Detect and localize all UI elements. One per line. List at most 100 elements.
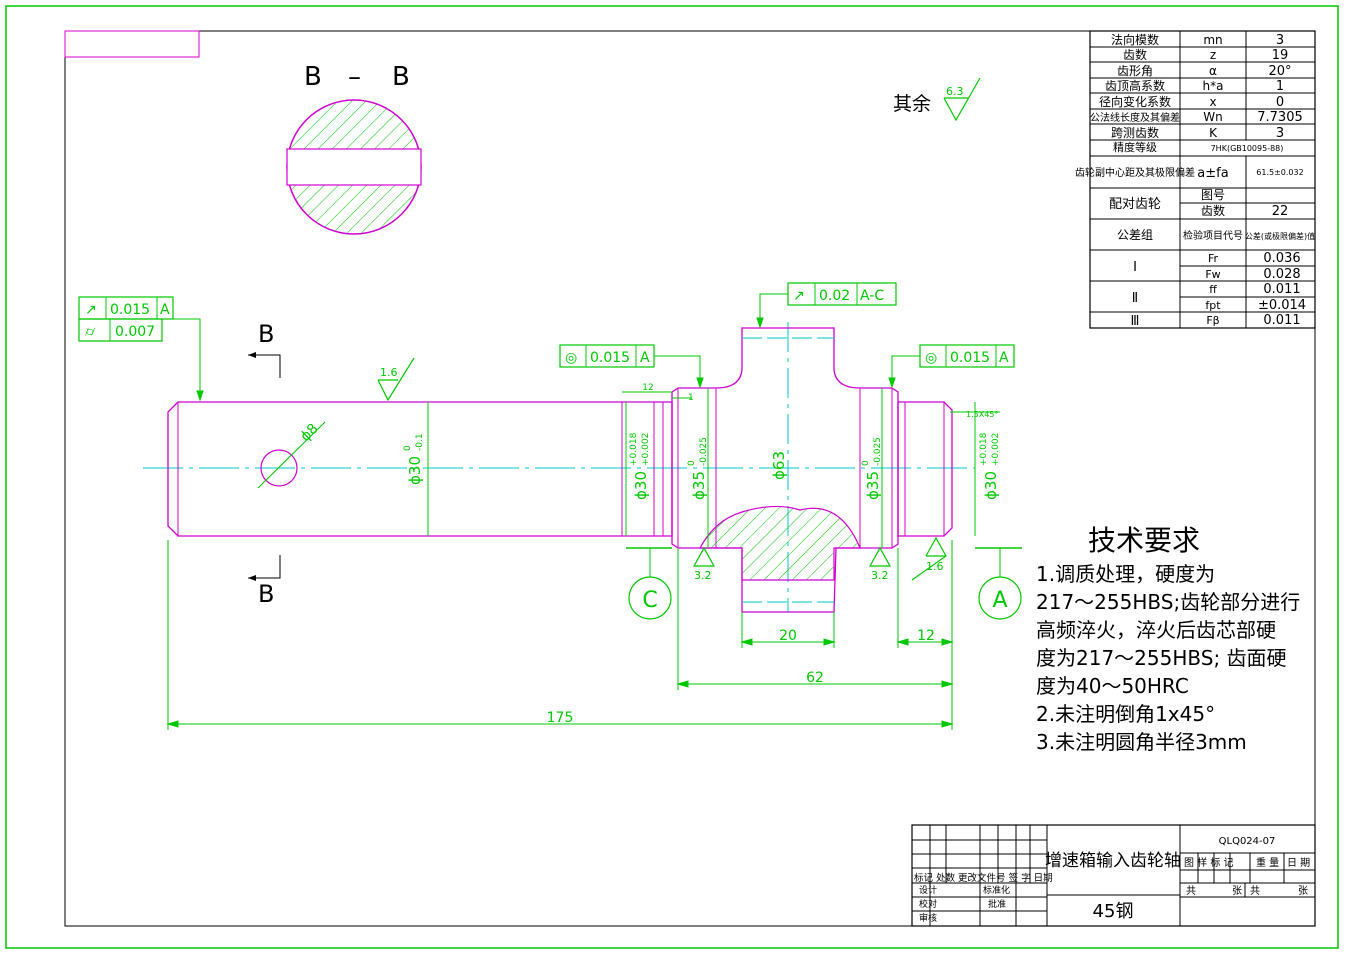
datum-a-circle — [978, 576, 1022, 620]
gear-row-symbol: Wn — [1203, 110, 1222, 124]
dim-175: 175 — [547, 710, 574, 726]
section-label-left: B — [304, 62, 322, 92]
fcf-cyl-left — [78, 318, 163, 342]
gear-row-value: 20° — [1268, 64, 1291, 79]
mating-name: 配对齿轮 — [1109, 197, 1161, 212]
gear-row-name: 齿形角 — [1117, 64, 1153, 78]
tol-item-code: Fβ — [1206, 314, 1219, 327]
center-dist-name: 齿轮副中心距及其极限偏差 — [1075, 166, 1195, 179]
gear-row-name: 法向模数 — [1111, 32, 1159, 47]
fcf-runout-gear-symbol: ↗ — [793, 288, 805, 304]
gear-row-name: 跨测齿数 — [1111, 125, 1159, 140]
gear-row-symbol: α — [1209, 64, 1217, 78]
dim-12-small: 12 — [642, 383, 653, 393]
gear-row-value: 3 — [1276, 126, 1284, 141]
roughness-16b-icon — [911, 536, 947, 581]
fcf-cyl-left-value: 0.007 — [115, 324, 155, 340]
roughness-32a: 3.2 — [694, 569, 712, 582]
gear-row-value: 0 — [1276, 95, 1284, 110]
tech-line: 3.未注明圆角半径3mm — [1036, 730, 1247, 754]
tol-group-label: Ⅱ — [1132, 291, 1138, 306]
inner-border — [64, 30, 1316, 927]
tb-row-labels: 标记 处数 更改文件号 签 字 日期 — [914, 872, 1053, 884]
tol-item-value: 0.011 — [1263, 282, 1300, 297]
gear-row-symbol: z — [1210, 48, 1216, 62]
fcf-conc-right-symbol: ◎ — [925, 350, 937, 366]
tech-line: 度为217～255HBS; 齿面硬 — [1036, 646, 1287, 670]
roughness-note-value: 6.3 — [946, 85, 964, 98]
tol-item-code: Fw — [1205, 268, 1220, 281]
mating-teeth: 齿数 — [1201, 203, 1225, 218]
corner-box — [64, 30, 200, 58]
tb-design: 设计 — [919, 884, 937, 896]
center-dist-value: 61.5±0.032 — [1256, 168, 1303, 177]
outer-border — [5, 5, 1339, 949]
tol-header-group: 公差组 — [1117, 228, 1153, 242]
fcf-runout-left-symbol: ↗ — [85, 302, 97, 318]
datum-c: C — [642, 588, 657, 613]
datum-c-circle — [628, 576, 672, 620]
dim-20: 20 — [779, 628, 797, 644]
tol-item-value: 0.028 — [1263, 267, 1300, 282]
gear-tooth-section — [698, 505, 861, 581]
tol-item-code: Fr — [1208, 252, 1219, 265]
fcf-conc-left-value: 0.015 — [590, 350, 630, 366]
roughness-16: 1.6 — [380, 366, 398, 379]
mating-drawing-no: 图号 — [1201, 188, 1225, 202]
gear-row-name: 公法线长度及其偏差 — [1090, 111, 1180, 124]
gear-row-symbol: h*a — [1203, 79, 1224, 93]
roughness-16-icon — [377, 357, 415, 402]
dim-d30-main-tol-dn: -0.1 — [415, 433, 425, 451]
roughness-symbol-icon — [943, 77, 981, 122]
dim-d35-right: ϕ35 — [864, 471, 882, 500]
tech-line: 高频淬火，淬火后齿芯部硬 — [1036, 618, 1276, 642]
tol-item-code: fpt — [1205, 299, 1221, 312]
dim-chamfer: 1.5X45° — [966, 410, 998, 419]
keyway-slot — [286, 148, 422, 186]
dim-d30-left: ϕ30 — [632, 471, 650, 500]
tech-line: 1.调质处理，硬度为 — [1036, 562, 1215, 586]
gear-row-value: 19 — [1272, 48, 1289, 63]
gear-row-value: 7.7305 — [1257, 110, 1303, 125]
tb-hdr-scale: 日 期 — [1287, 857, 1310, 869]
tb-material: 45钢 — [1093, 901, 1134, 922]
shaft-view — [143, 322, 975, 613]
dim-d30-left-tol-dn: +0.002 — [641, 433, 651, 466]
tol-group-label: Ⅰ — [1133, 260, 1137, 275]
dim-d35-tol-dn: -0.025 — [699, 437, 709, 466]
fcf-runout-gear-datum: A-C — [860, 288, 884, 304]
dim-d35-right-tol-dn: -0.025 — [873, 437, 883, 466]
section-dash: – — [348, 62, 361, 92]
dim-d63: ϕ63 — [770, 451, 788, 480]
tech-line: 2.未注明倒角1x45° — [1036, 702, 1215, 726]
tech-line: 度为40～50HRC — [1036, 674, 1189, 698]
mating-teeth-value: 22 — [1272, 204, 1289, 219]
tol-item-value: 0.011 — [1263, 313, 1300, 328]
gear-row-symbol: K — [1209, 126, 1218, 140]
dim-hole: ϕ8 — [298, 421, 322, 445]
fcf-conc-right-value: 0.015 — [950, 350, 990, 366]
dim-d30-right-tol-dn: +0.002 — [991, 433, 1001, 466]
roughness-note: 其余 6.3 — [893, 77, 981, 122]
gear-section-outline — [671, 327, 899, 613]
section-label-right: B — [392, 62, 410, 92]
section-bb: B – B — [286, 62, 422, 235]
tol-header-value: 公差(或极限偏差)值 — [1245, 231, 1315, 241]
dim-d35-tol-up: 0 — [687, 460, 697, 466]
tb-sheets-zhang: 张 — [1232, 885, 1242, 897]
roughness-16b: 1.6 — [926, 560, 944, 573]
tb-hdr-stage: 图 样 标 记 — [1184, 856, 1234, 869]
roughness-32a-icon — [692, 546, 716, 567]
dim-62: 62 — [806, 670, 824, 686]
precision-name: 精度等级 — [1113, 140, 1157, 154]
tb-review: 审核 — [919, 912, 937, 924]
dim-12-right: 12 — [917, 628, 935, 644]
dim-d35-right-tol-up: 0 — [861, 460, 871, 466]
tb-sheet-no: 共 — [1250, 885, 1260, 897]
gear-row-symbol: x — [1209, 95, 1216, 109]
tb-std: 标准化 — [983, 884, 1010, 896]
tb-hdr-weight: 重 量 — [1256, 856, 1279, 869]
dim-1: 1 — [688, 393, 694, 403]
fcf-conc-left-datum: A — [640, 350, 650, 366]
fcf-runout-left-value: 0.015 — [110, 302, 150, 318]
